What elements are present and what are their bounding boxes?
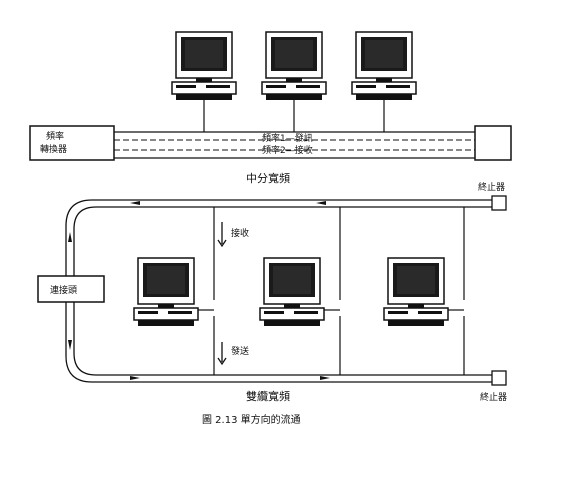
computer-top-2 [261,31,327,101]
terminator-top-label: 終止器 [478,181,505,193]
freq1-label: 頻率1—發訊 [262,132,313,144]
mid-split-title: 中分寬頻 [246,171,290,185]
send-arrow-icon [217,342,227,366]
arrow-upper-left-icon [130,201,140,205]
arrow-lower-mid-icon [320,376,330,380]
cable-end-box [474,125,512,161]
converter-label-line2: 轉換器 [40,143,67,155]
dual-cable-broadband-section: 終止器 連接頭 接收 發送 [37,181,507,403]
frequency-converter-box [29,125,115,161]
computer-bottom-2 [259,257,325,327]
terminator-bottom-label: 終止器 [480,391,507,403]
terminator-bottom [491,370,507,386]
receive-arrow-icon [217,222,227,248]
arrow-upper-mid-icon [316,201,326,205]
computer-bottom-1 [133,257,199,327]
connector-box [37,275,105,303]
freq2-label: 頻率2—接收 [262,144,313,156]
computer-top-3 [351,31,417,101]
computer-bottom-3 [383,257,449,327]
arrow-lower-left-icon [130,376,140,380]
terminator-top [491,195,507,211]
dual-cable-title: 雙纜寬頻 [246,389,290,403]
receive-label: 接收 [231,227,249,239]
figure-caption: 圖 2.13 單方向的流通 [202,413,301,426]
arrow-left-up-icon [68,232,72,242]
computer-top-1 [171,31,237,101]
connector-label: 連接頭 [50,284,77,296]
arrow-left-down-icon [68,340,72,350]
mid-split-broadband-section: 頻率 轉換器 頻率1—發訊 頻率2—接收 中分寬頻 [29,31,512,185]
send-label: 發送 [231,345,249,357]
converter-label-line1: 頻率 [46,130,64,142]
